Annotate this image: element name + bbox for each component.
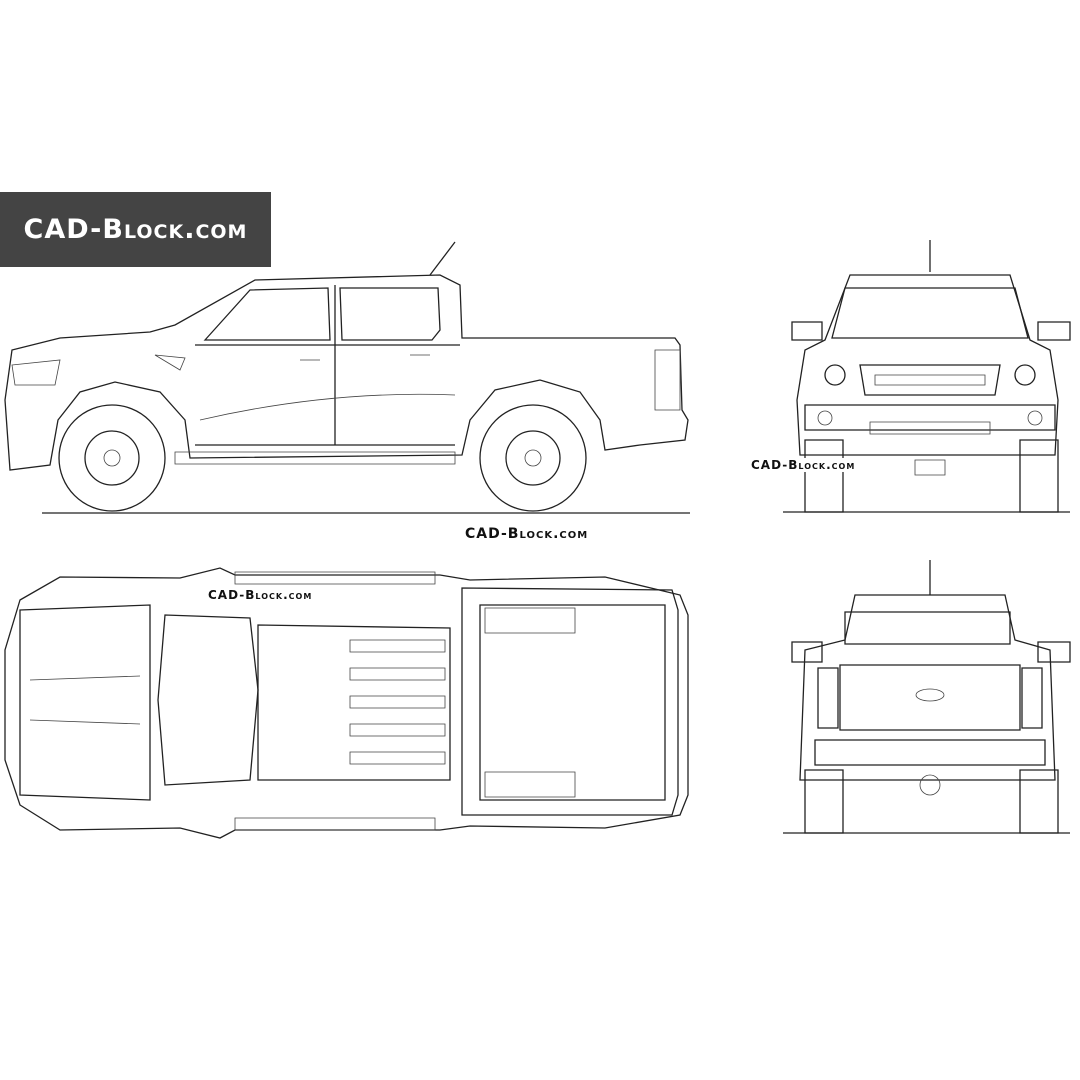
- cad-block-logo-banner: CAD-Block.com: [0, 192, 271, 267]
- watermark-side: CAD-Block.com: [463, 526, 591, 542]
- side-view: [4, 241, 690, 514]
- rear-view: [783, 560, 1071, 834]
- top-view: [4, 567, 689, 839]
- front-view: [783, 240, 1071, 513]
- watermark-top: CAD-Block.com: [206, 588, 315, 602]
- watermark-front: CAD-Block.com: [749, 458, 858, 472]
